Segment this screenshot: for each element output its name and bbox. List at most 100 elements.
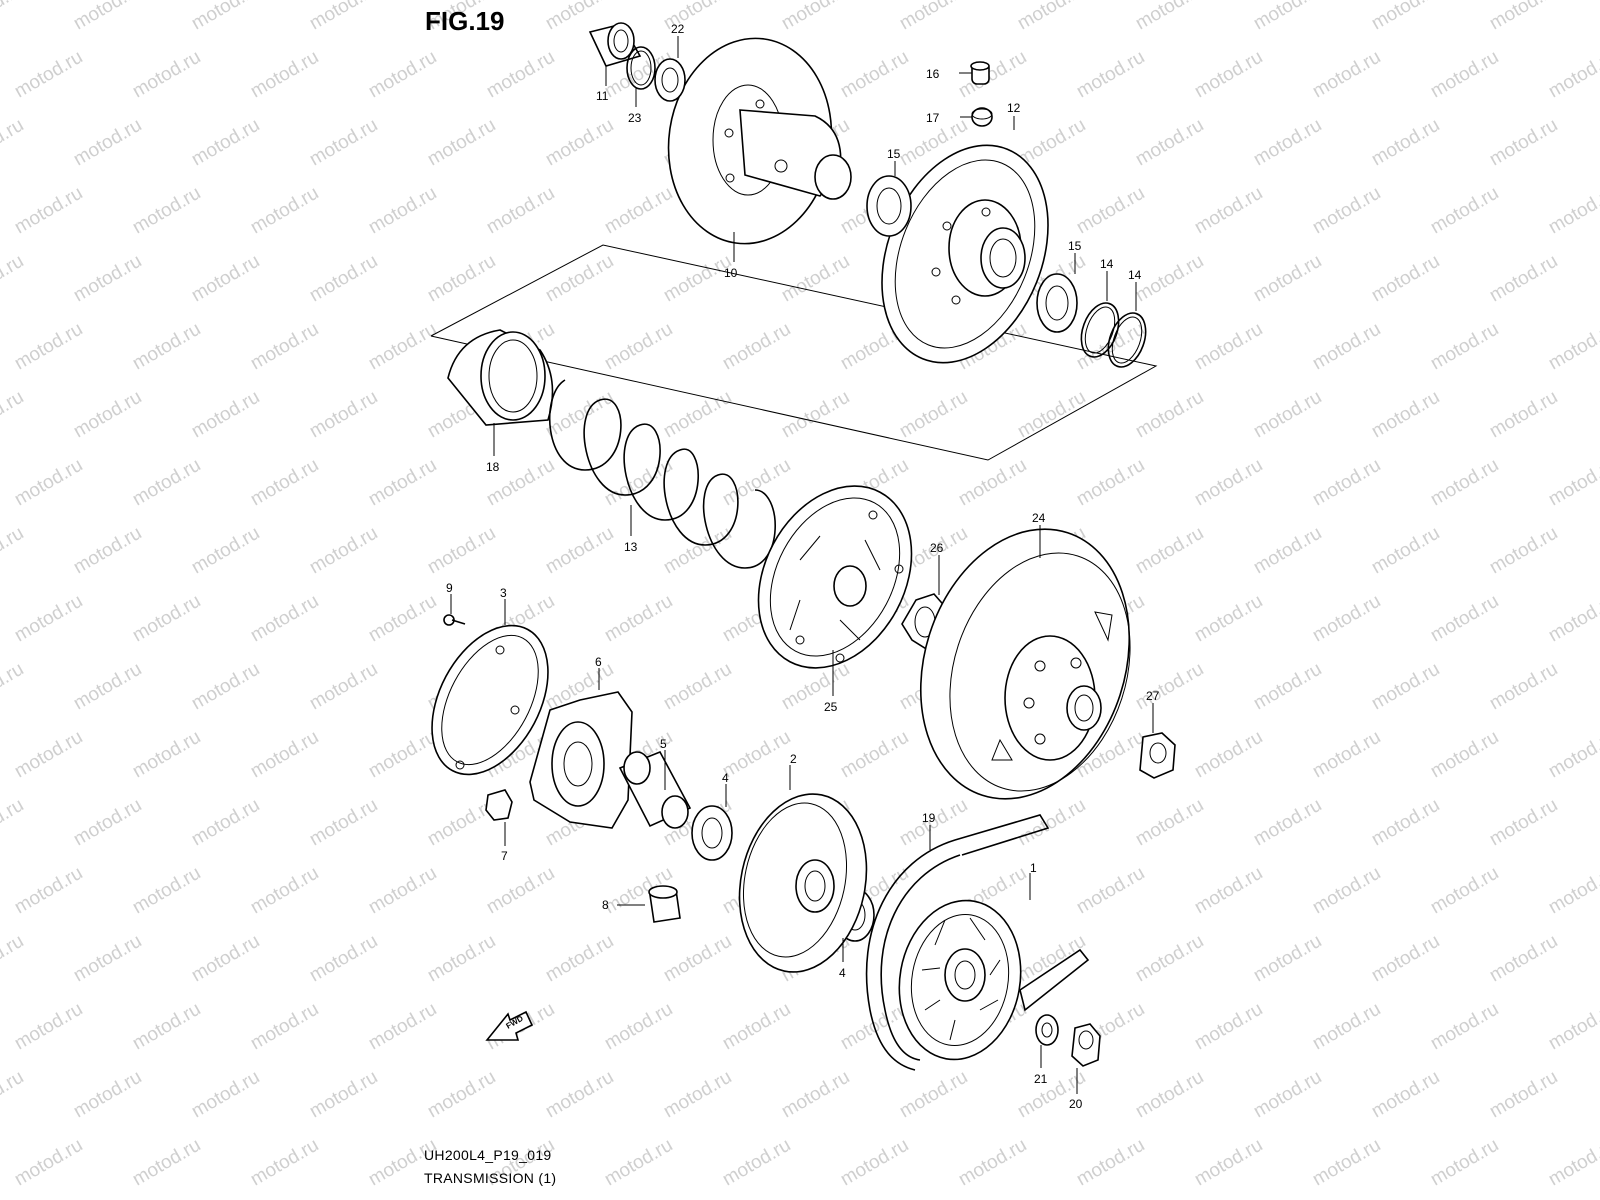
watermark-text: motod.ru <box>1250 0 1325 34</box>
watermark-text: motod.ru <box>778 251 853 307</box>
watermark-text: motod.ru <box>1014 1067 1089 1123</box>
callout-3: 3 <box>500 586 507 600</box>
callout-26: 26 <box>930 541 944 555</box>
watermark-text: motod.ru <box>1486 387 1561 443</box>
part-5-collar <box>618 750 692 829</box>
part-15-oil-seal-lower <box>1036 273 1078 333</box>
callout-15b: 15 <box>1068 239 1082 253</box>
watermark-text: motod.ru <box>11 591 86 647</box>
watermark-text: motod.ru <box>11 319 86 375</box>
watermark-text: motod.ru <box>1368 387 1443 443</box>
watermark-text: motod.ru <box>129 727 204 783</box>
part-3-guide-plate <box>431 624 549 776</box>
watermark-text: motod.ru <box>70 251 145 307</box>
watermark-text: motod.ru <box>1191 727 1266 783</box>
watermark-text: motod.ru <box>1073 183 1148 239</box>
watermark-text: motod.ru <box>1250 387 1325 443</box>
watermark-text: motod.ru <box>365 863 440 919</box>
watermark-text: motod.ru <box>1132 795 1207 851</box>
part-12-moveable-driven-face <box>881 144 1049 364</box>
watermark-text: motod.ru <box>247 319 322 375</box>
callout-17: 17 <box>926 111 940 125</box>
watermark-text: motod.ru <box>542 931 617 987</box>
part-15-oil-seal-upper <box>866 175 912 237</box>
watermark-text: motod.ru <box>1368 1067 1443 1123</box>
watermark-text: motod.ru <box>483 863 558 919</box>
watermark-text: motod.ru <box>247 591 322 647</box>
watermark-text: motod.ru <box>1132 0 1207 34</box>
watermark-text: motod.ru <box>719 1135 794 1191</box>
watermark-text: motod.ru <box>601 455 676 511</box>
part-7-slider <box>485 789 513 821</box>
watermark-text: motod.ru <box>1191 183 1266 239</box>
callout-23: 23 <box>628 111 642 125</box>
callout-6: 6 <box>595 655 602 669</box>
part-13-spring <box>548 379 776 569</box>
leader-lines <box>450 36 1154 1094</box>
part-10-driven-face <box>667 37 852 245</box>
watermark-text: motod.ru <box>1486 931 1561 987</box>
watermark-text: motod.ru <box>778 1067 853 1123</box>
part-22-oil-seal <box>654 58 686 102</box>
part-27-nut <box>1139 732 1176 779</box>
callout-13: 13 <box>624 540 638 554</box>
part-14-o-ring-a <box>1080 302 1120 358</box>
watermark-text: motod.ru <box>306 795 381 851</box>
watermark-text: motod.ru <box>1132 523 1207 579</box>
watermark-text: motod.ru <box>1250 115 1325 171</box>
watermark-text: motod.ru <box>0 251 27 307</box>
callout-14a: 14 <box>1100 257 1114 271</box>
watermark-text: motod.ru <box>0 795 27 851</box>
callout-27: 27 <box>1146 689 1160 703</box>
figure-title: FIG.19 <box>425 6 505 36</box>
watermark-text: motod.ru <box>896 1067 971 1123</box>
watermark-text: motod.ru <box>542 1067 617 1123</box>
watermark-text: motod.ru <box>70 1067 145 1123</box>
watermark-text: motod.ru <box>11 455 86 511</box>
watermark-text: motod.ru <box>1132 1067 1207 1123</box>
watermark-text: motod.ru <box>1191 863 1266 919</box>
part-17-roller <box>971 107 993 127</box>
watermark-text: motod.ru <box>70 523 145 579</box>
watermark-text: motod.ru <box>896 0 971 34</box>
watermark-text: motod.ru <box>1427 1135 1502 1191</box>
watermark-text: motod.ru <box>306 115 381 171</box>
watermark-text: motod.ru <box>1545 1135 1600 1191</box>
watermark-text: motod.ru <box>365 999 440 1055</box>
watermark-text: motod.ru <box>1132 251 1207 307</box>
watermark-text: motod.ru <box>247 1135 322 1191</box>
watermark-text: motod.ru <box>1427 999 1502 1055</box>
watermark-text: motod.ru <box>306 1067 381 1123</box>
watermark-text: motod.ru <box>1132 659 1207 715</box>
watermark-text: motod.ru <box>542 115 617 171</box>
watermark-text: motod.ru <box>1368 0 1443 34</box>
watermark-text: motod.ru <box>1368 115 1443 171</box>
watermark-text: motod.ru <box>1250 523 1325 579</box>
watermark-text: motod.ru <box>1250 659 1325 715</box>
watermark-text: motod.ru <box>11 1135 86 1191</box>
callout-5: 5 <box>660 737 667 751</box>
watermark-text: motod.ru <box>11 999 86 1055</box>
part-6-ramp-plate <box>529 691 633 829</box>
watermark-text: motod.ru <box>1545 47 1600 103</box>
watermark-text: motod.ru <box>1014 387 1089 443</box>
watermark-text: motod.ru <box>11 863 86 919</box>
watermark-text: motod.ru <box>365 183 440 239</box>
watermark-text: motod.ru <box>778 0 853 34</box>
watermark-text: motod.ru <box>1014 0 1089 34</box>
part-25-clutch-shoe <box>757 485 913 669</box>
watermark-text: motod.ru <box>0 931 27 987</box>
watermark-text: motod.ru <box>247 183 322 239</box>
watermark-text: motod.ru <box>1486 795 1561 851</box>
watermark-text: motod.ru <box>1545 727 1600 783</box>
callout-25: 25 <box>824 700 838 714</box>
watermark-text: motod.ru <box>247 455 322 511</box>
watermark-text: motod.ru <box>1132 931 1207 987</box>
watermark-text: motod.ru <box>129 455 204 511</box>
watermark-text: motod.ru <box>70 115 145 171</box>
watermark-text: motod.ru <box>1545 455 1600 511</box>
watermark-text: motod.ru <box>247 863 322 919</box>
watermark-text: motod.ru <box>1191 455 1266 511</box>
watermark-text: motod.ru <box>0 115 27 171</box>
